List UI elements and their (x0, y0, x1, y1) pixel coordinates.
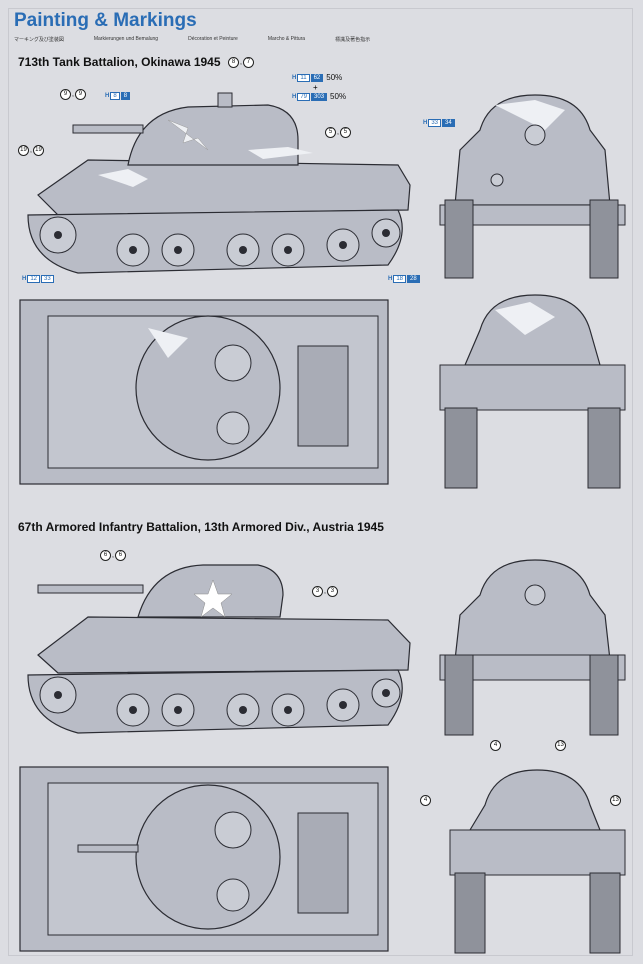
callout-9-9: 9 , 9 (60, 89, 86, 100)
page-title: Painting & Markings (14, 10, 197, 31)
callout-6-6: 6 , 6 (100, 550, 126, 561)
top-view-tank-1-icon (19, 299, 389, 485)
callout-front-4: 4 (490, 740, 501, 751)
rear-view-tank-1-icon (439, 294, 626, 489)
translation-it: Marcho & Pittura (267, 36, 306, 42)
top-view-tank-2-icon (19, 766, 389, 952)
translation-row: マーキング及び塗装図 Markierungen und Bemalung Déc… (14, 36, 634, 43)
callout-19-19: 19 , 19 (18, 145, 44, 156)
translation-zh: 標識及著色指示 (335, 37, 371, 43)
translation-ja: マーキング及び塗装図 (14, 37, 64, 43)
callout-8-7: 8 , 7 (228, 57, 254, 68)
paint-code-4: H 33 34 (423, 119, 455, 127)
paint-plus: + (313, 83, 318, 92)
page-frame (8, 8, 633, 956)
section1-heading: 713th Tank Battalion, Okinawa 1945 (18, 55, 221, 69)
callout-rear-4: 4 (420, 795, 431, 806)
paint-code-2: H 79 303 50% (292, 92, 347, 101)
callout-5-5: 5 , 5 (325, 127, 351, 138)
front-view-tank-2-icon (439, 559, 626, 736)
paint-code-1: H 11 62 50% (292, 73, 343, 82)
paint-code-6: H 18 28 (388, 275, 420, 283)
paint-code-5: H 12 33 (22, 275, 54, 283)
callout-rear-13: 13 (610, 795, 621, 806)
translation-fr: Décoration et Peinture (188, 36, 238, 42)
translation-de: Markierungen und Bemalung (93, 36, 159, 42)
side-view-tank-2-icon (27, 564, 411, 734)
section2-heading: 67th Armored Infantry Battalion, 13th Ar… (18, 520, 384, 534)
rear-view-tank-2-icon (449, 769, 626, 954)
callout-3-3: 3 , 3 (312, 586, 338, 597)
paint-code-3: H 8 8 (105, 92, 131, 100)
front-view-tank-1-icon (439, 94, 626, 279)
side-view-tank-1-icon (27, 92, 411, 274)
callout-front-13: 13 (555, 740, 566, 751)
